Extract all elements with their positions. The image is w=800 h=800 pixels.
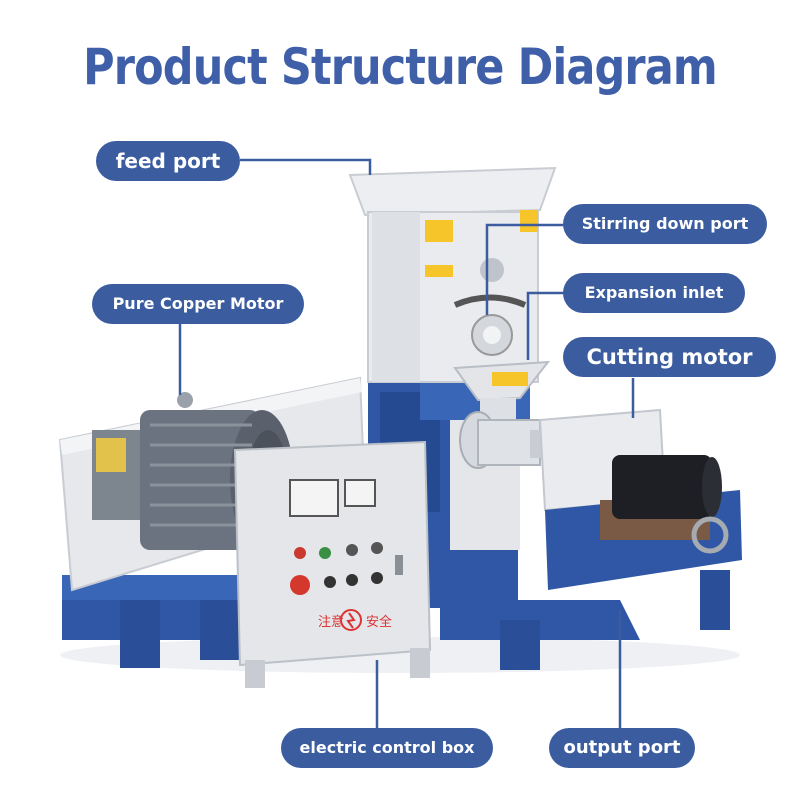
label-expansion-inlet: Expansion inlet [563, 273, 745, 313]
leader-expansion-inlet [526, 291, 565, 360]
label-pure-copper-motor: Pure Copper Motor [92, 284, 304, 324]
panel-warning-left: 注意 [318, 614, 344, 630]
leader-stirring-down-port [485, 223, 565, 315]
leader-lines [178, 158, 635, 728]
label-feed-port: feed port [96, 141, 240, 181]
leader-feed-port [240, 158, 372, 175]
label-output-port: output port [549, 728, 695, 768]
cutting-unit [538, 408, 742, 630]
control-box [233, 440, 432, 688]
feed-hopper-housing [348, 166, 557, 383]
motor-base-frame [62, 575, 250, 668]
panel-warning-right: 安全 [366, 614, 392, 630]
label-stirring-down-port: Stirring down port [563, 204, 767, 244]
page-title: Product Structure Diagram [83, 38, 718, 96]
label-electric-control-box: electric control box [281, 728, 493, 768]
extruder-barrel [459, 411, 550, 469]
label-cutting-motor: Cutting motor [563, 337, 776, 377]
